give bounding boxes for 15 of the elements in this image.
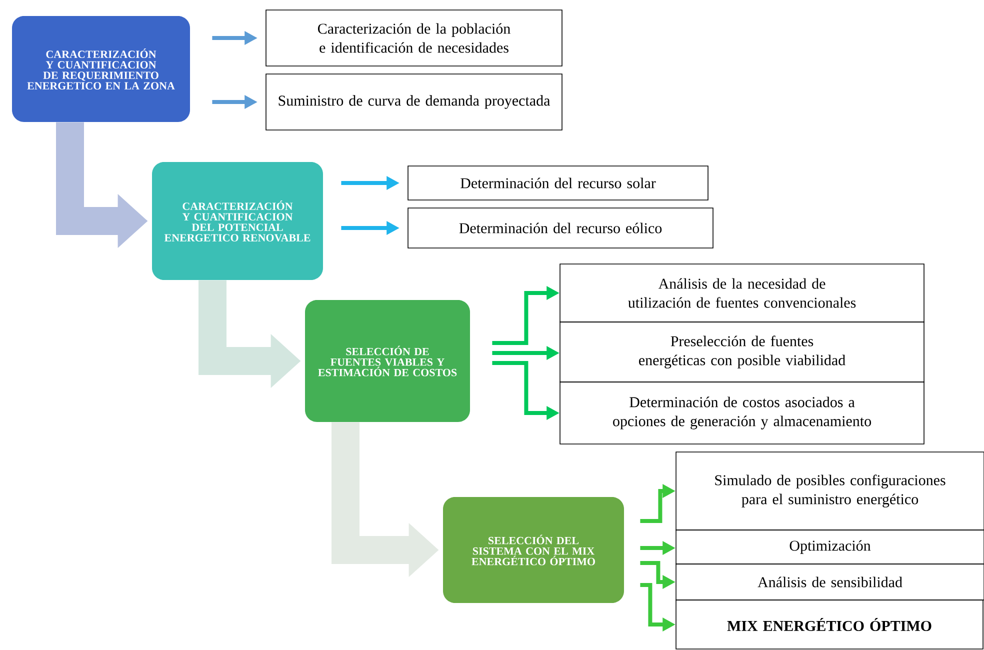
process-box: Determinación de costos asociados a opciones de generación y almacenamiento — [560, 382, 924, 444]
process-box: Preselección de fuentes energéticas con posible viabilidad — [560, 322, 924, 382]
process-box: Optimización — [676, 530, 984, 564]
stage-box: SELECCIÓN DEL SISTEMA CON EL MIX ENERGÉTICO ÓPTIMO — [443, 497, 624, 603]
stage-box: CARACTERIZACIÓN Y CUANTIFICACION DEL POTENCIAL ENERGETICO RENOVABLE — [152, 162, 323, 280]
process-box: Análisis de la necesidad de utilización de fuentes convencionales — [560, 264, 924, 322]
process-box: Determinación del recurso eólico — [408, 208, 714, 248]
process-box: Análisis de sensibilidad — [676, 564, 984, 600]
process-box: MIX ENERGÉTICO ÓPTIMO — [676, 600, 984, 650]
process-box: Simulado de posibles configuraciones para el suministro energético — [676, 452, 984, 530]
stage-box: CARACTERIZACIÓN Y CUANTIFICACION DE REQUERIMIENTO ENERGETICO EN LA ZONA — [12, 16, 190, 122]
process-box: Suministro de curva de demanda proyectada — [266, 74, 562, 130]
process-box: Determinación del recurso solar — [408, 166, 708, 200]
process-box: Caracterización de la población e identificación de necesidades — [266, 10, 562, 66]
stage-box: SELECCIÓN DE FUENTES VIABLES Y ESTIMACIÓN DE COSTOS — [305, 300, 470, 422]
